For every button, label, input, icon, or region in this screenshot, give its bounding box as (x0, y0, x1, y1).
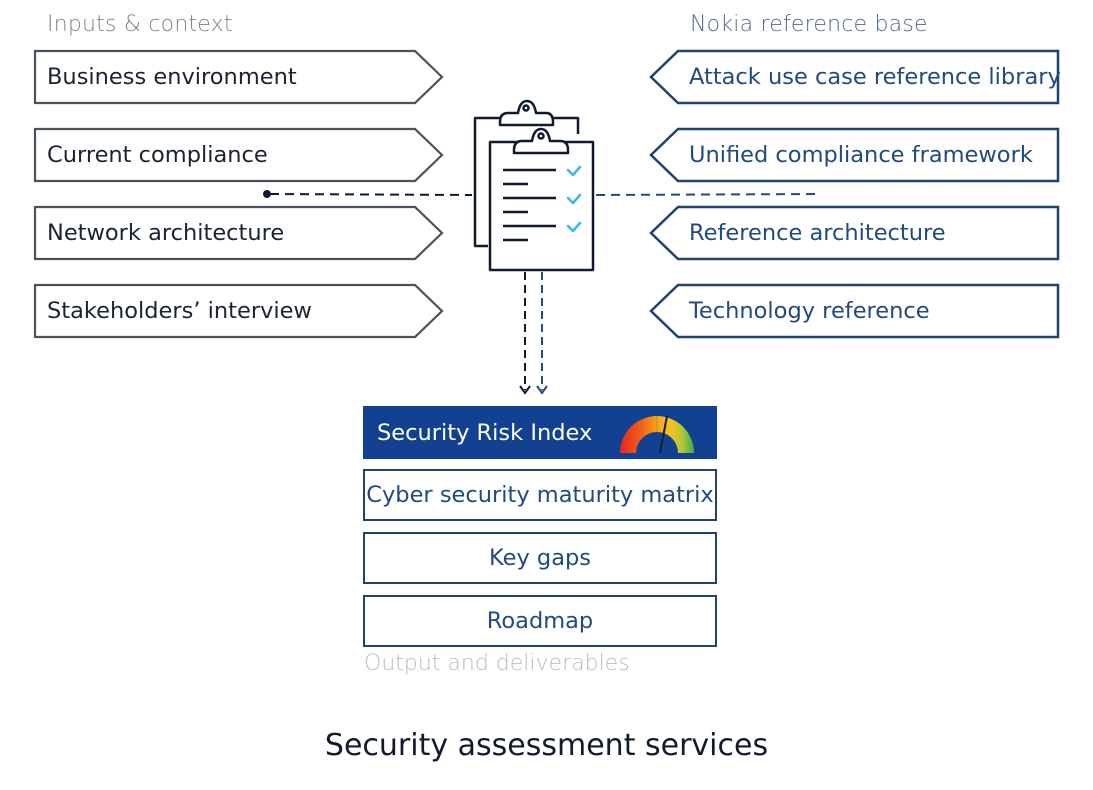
right-connector (595, 193, 821, 196)
input-box-outline (33, 205, 444, 261)
input-box-outline (33, 127, 444, 183)
outputs-heading: Output and deliverables (364, 651, 630, 676)
output-security-risk-index: Security Risk Index (363, 406, 717, 459)
output-maturity-matrix: Cyber security maturity matrix (363, 469, 717, 521)
input-box-outline (33, 49, 444, 105)
reference-box-outline (649, 205, 1060, 261)
risk-gauge-icon (620, 415, 694, 454)
input-item-network-architecture: Network architecture (47, 220, 285, 246)
left-connector (263, 190, 473, 198)
clipboard-checklist-icon (473, 99, 595, 272)
output-label: Key gaps (488, 545, 592, 571)
input-box-outline (33, 283, 444, 339)
page-title: Security assessment services (324, 728, 769, 763)
check-mark-icon (566, 165, 582, 233)
reference-item-reference-architecture: Reference architecture (689, 220, 946, 246)
input-item-business-environment: Business environment (47, 64, 297, 90)
output-key-gaps: Key gaps (363, 532, 717, 584)
input-item-stakeholders-interview: Stakeholders’ interview (47, 298, 312, 324)
output-roadmap: Roadmap (363, 595, 717, 647)
reference-item-compliance-framework: Unified compliance framework (689, 142, 1033, 168)
reference-box-outline (649, 283, 1060, 339)
reference-box-outline (649, 49, 1060, 105)
inputs-heading: Inputs & context (47, 12, 233, 37)
down-arrow-icon (519, 272, 548, 395)
output-label: Security Risk Index (377, 419, 593, 446)
reference-item-technology-reference: Technology reference (689, 298, 930, 324)
output-label: Cyber security maturity matrix (366, 482, 714, 508)
output-label: Roadmap (486, 608, 594, 634)
reference-heading: Nokia reference base (690, 12, 928, 37)
reference-item-attack-library: Attack use case reference library (689, 64, 1061, 90)
reference-box-outline (649, 127, 1060, 183)
input-item-current-compliance: Current compliance (47, 142, 268, 168)
